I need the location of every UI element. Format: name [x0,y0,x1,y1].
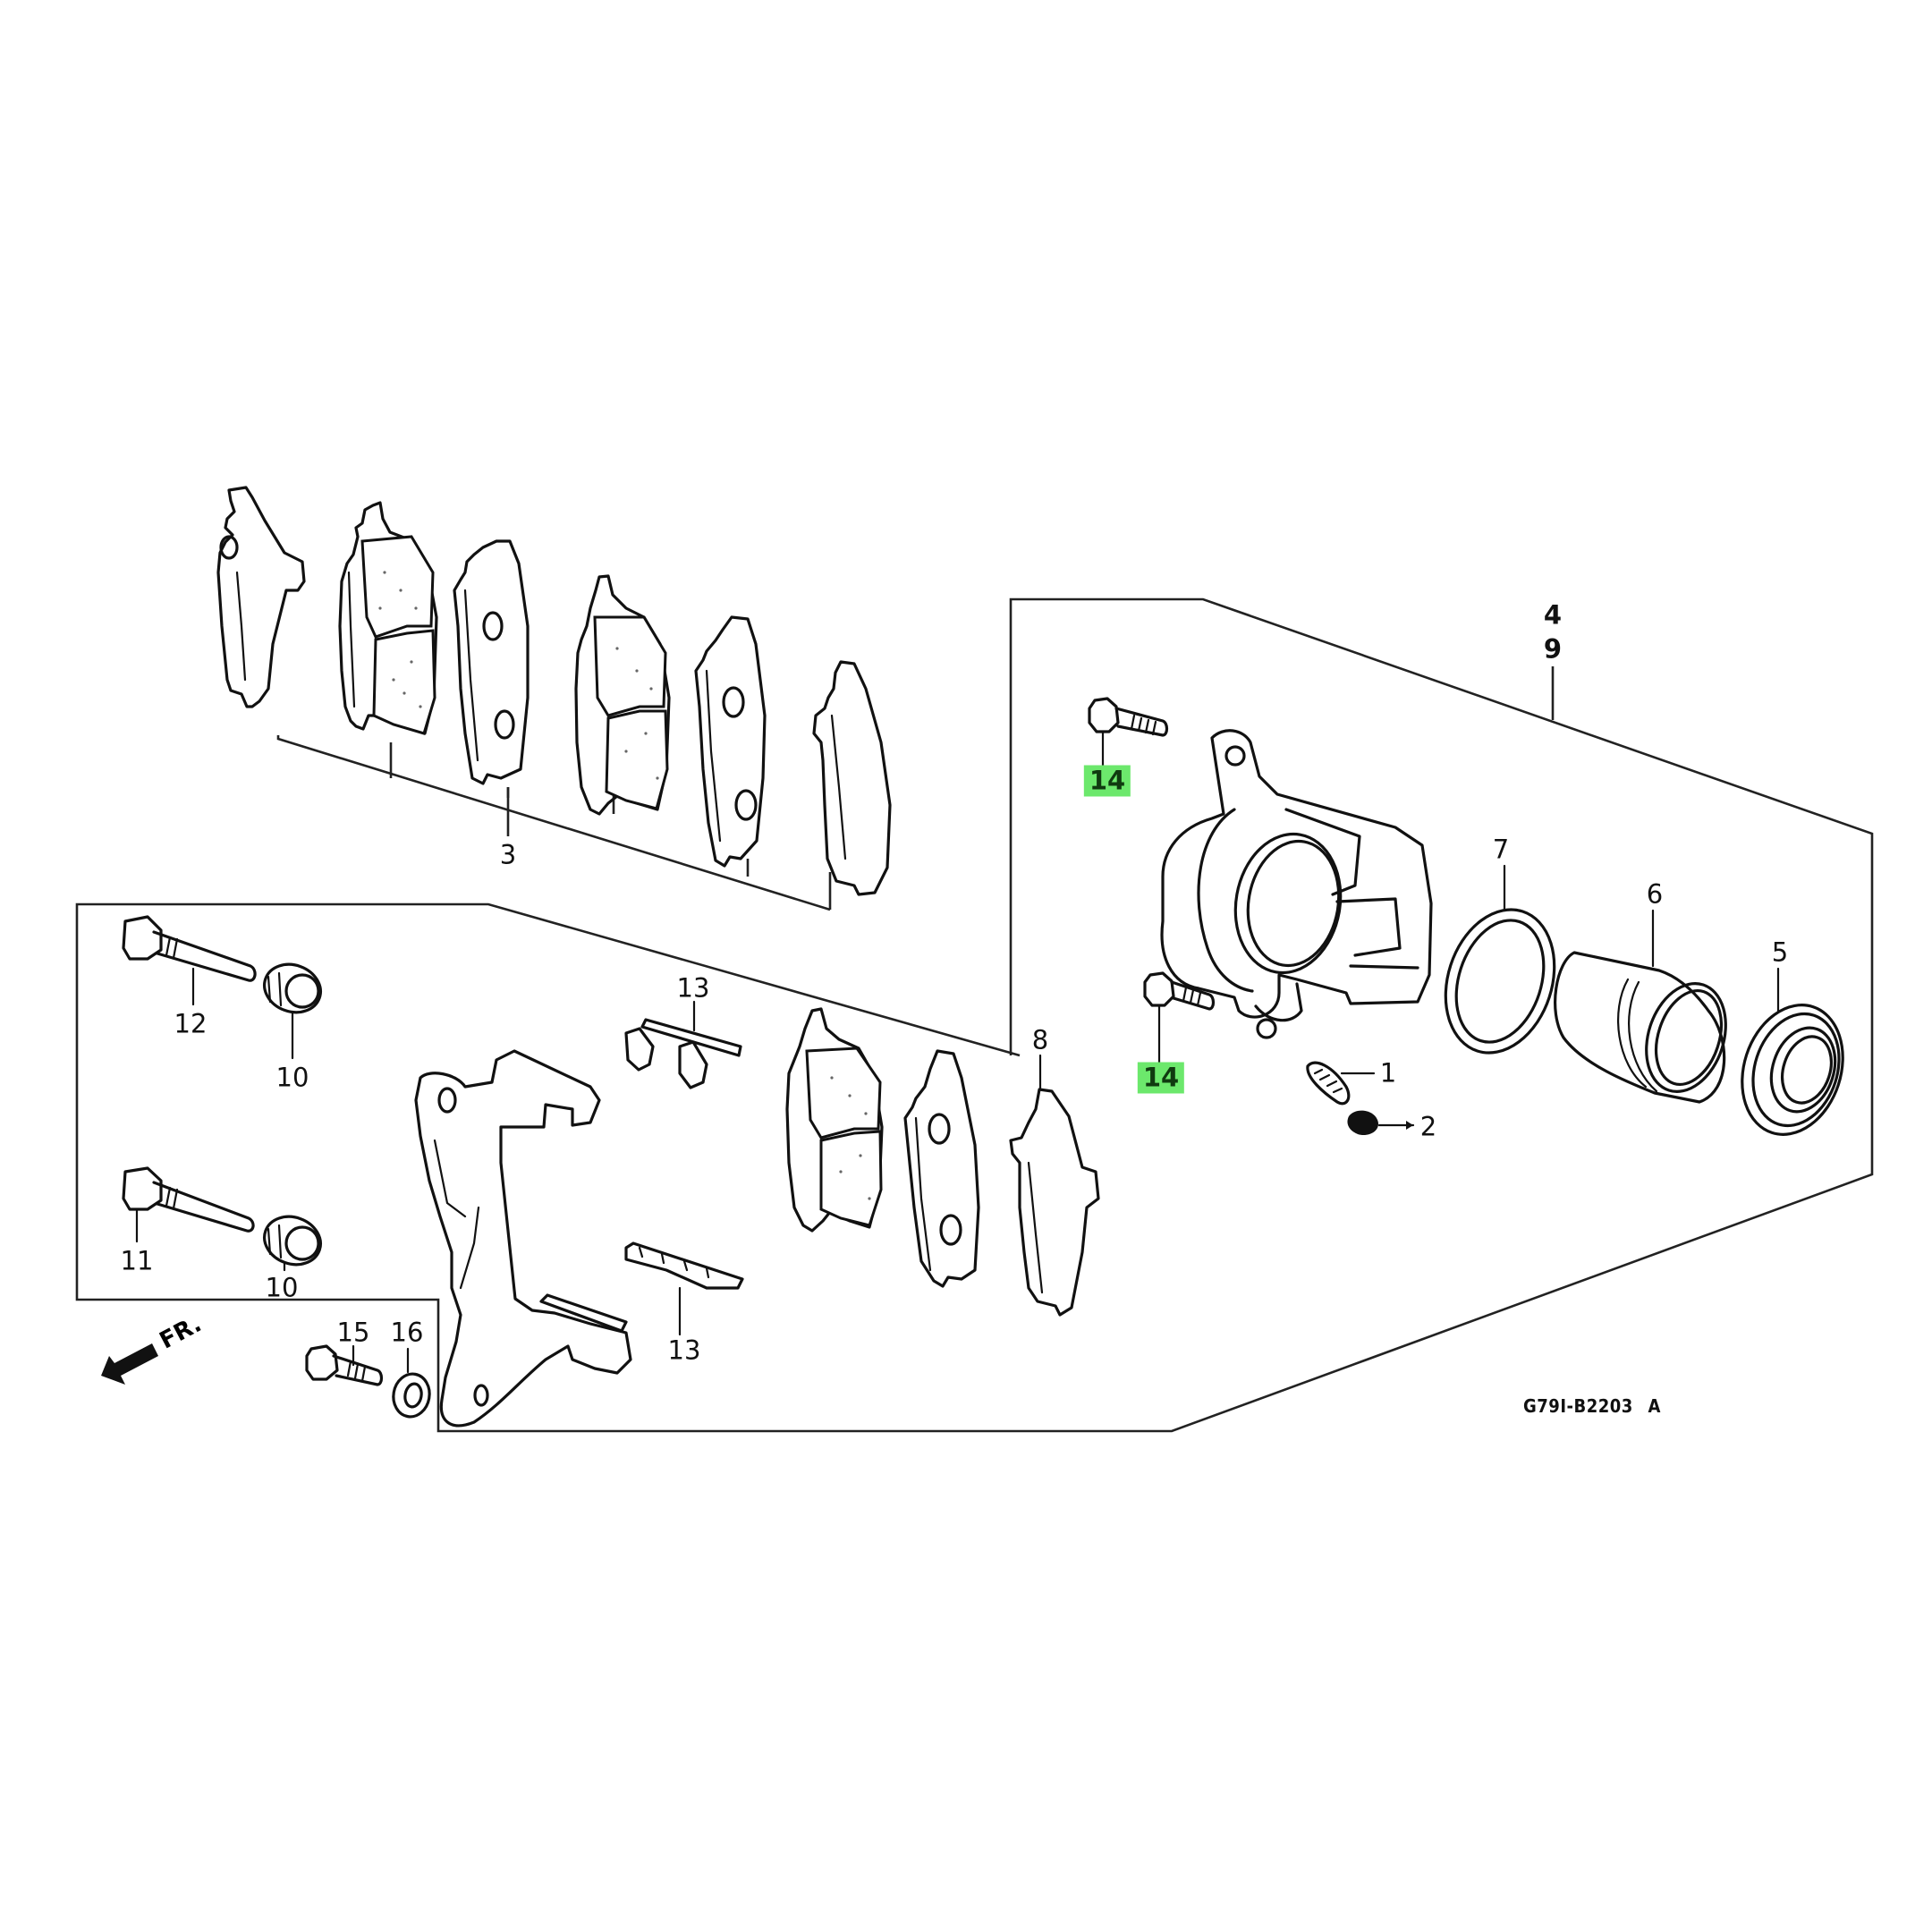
piston-seal [1444,864,1556,1055]
bleeder-screw [1306,1061,1376,1106]
pad-shim-inner-1 [453,539,530,785]
brake-pad-top-2 [574,574,671,816]
pad-shim-inner-2 [694,615,767,868]
callout-4: 4 [1543,599,1563,631]
callout-6: 6 [1646,878,1664,910]
caliper-bracket [414,1049,632,1428]
pad-set-leader-lines [276,735,832,911]
pad-shim-outer-left [216,486,306,708]
brake-pad-top-1 [338,501,438,735]
piston-boot [1741,967,1844,1136]
callout-1: 1 [1379,1057,1397,1089]
guide-pin [122,915,257,1006]
drawing-code: G79I-B2203 A [1523,1395,1661,1417]
callout-14-lower[interactable]: 14 [1137,1062,1185,1094]
callout-13-lower: 13 [667,1335,701,1366]
pad-clip-lower [624,1241,744,1336]
bracket-bolt [305,1344,384,1386]
callout-7: 7 [1492,834,1510,865]
pin-boot-lower [263,1215,322,1272]
piston [1554,909,1727,1104]
drawing-code-text: G79I-B2203 [1523,1395,1633,1417]
brake-pad-lower [785,1007,884,1233]
caliper-bolt-upper [1088,697,1169,767]
pad-shim-outer-right [812,660,892,896]
lock-pin [122,1166,255,1243]
washer [392,1347,431,1419]
caliper-assembly-box [75,597,1874,1433]
callout-8: 8 [1031,1024,1049,1055]
pad-shim-lower [903,1049,980,1288]
callout-15: 15 [336,1317,370,1348]
callout-9: 9 [1543,633,1563,665]
callout-3: 3 [499,839,517,870]
bleeder-cap [1347,1110,1415,1136]
callout-11: 11 [120,1245,154,1276]
callout-5: 5 [1771,936,1789,968]
caliper-body [1160,729,1433,1039]
callout-10-lower: 10 [265,1272,299,1303]
pin-boot-upper [263,962,322,1060]
drawing-revision: A [1648,1395,1661,1417]
callout-13-upper: 13 [676,972,710,1004]
callout-10-upper: 10 [275,1062,309,1093]
callout-2: 2 [1419,1111,1437,1142]
pad-clip-upper [624,1000,742,1089]
front-direction-arrow-icon [101,1343,158,1385]
callout-12: 12 [174,1008,208,1039]
pad-shim-8 [1009,1054,1100,1317]
callout-16: 16 [390,1317,424,1348]
callout-14-upper[interactable]: 14 [1083,765,1131,797]
caliper-bolt-lower [1143,971,1216,1064]
